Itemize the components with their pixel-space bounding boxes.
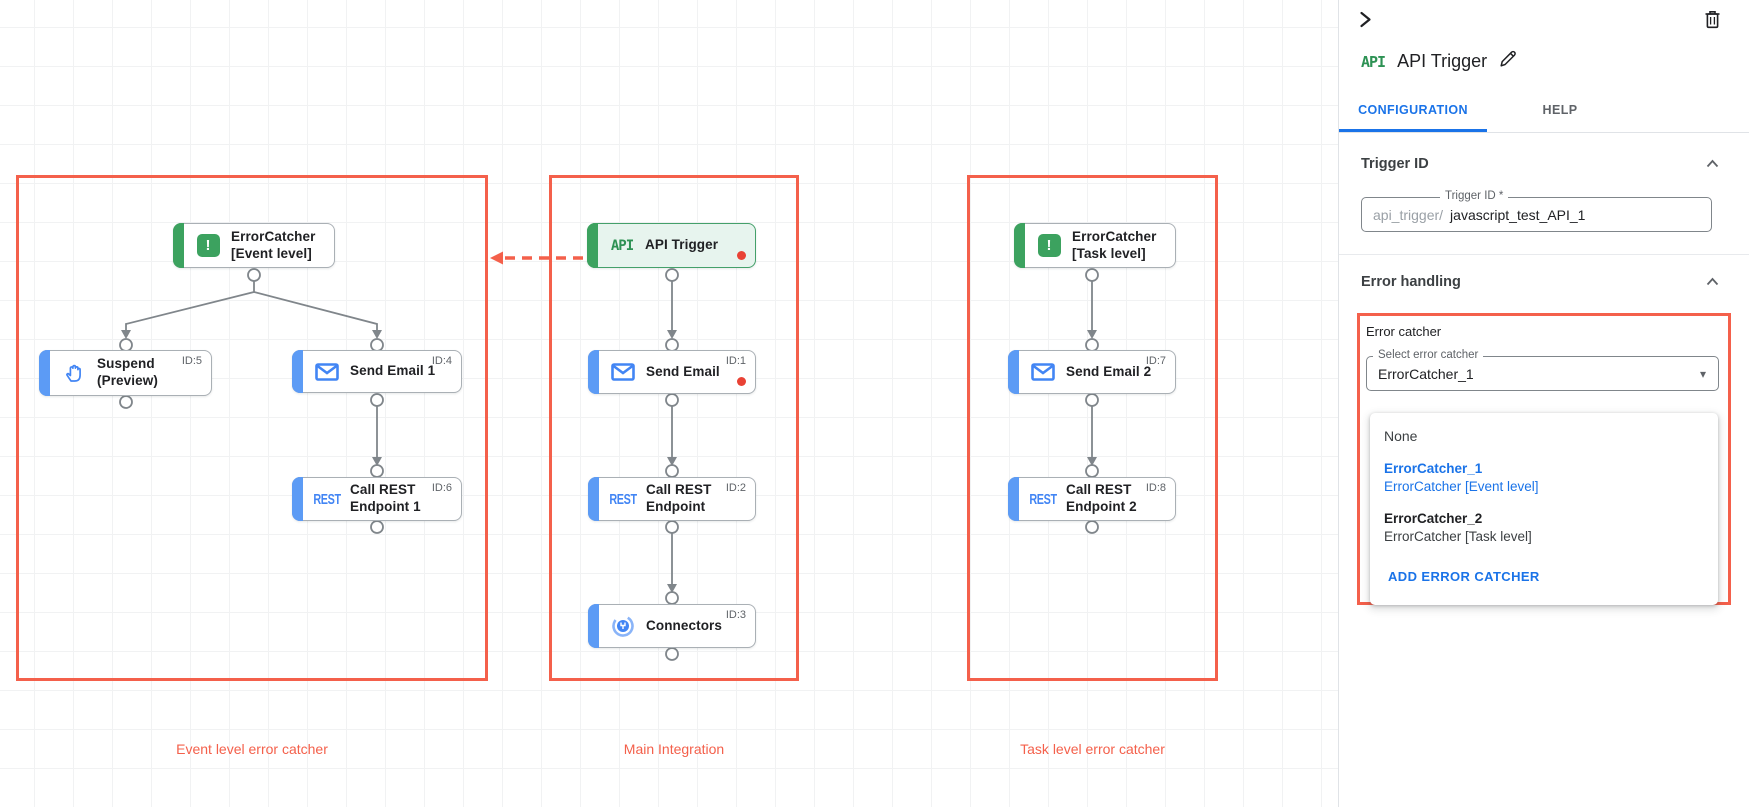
select-error-catcher-label: Select error catcher [1373, 349, 1484, 361]
node-accent-bar [292, 477, 303, 521]
rest-icon: REST [609, 490, 637, 508]
event-error-catcher-group-box [16, 175, 488, 681]
error-dot [737, 251, 746, 260]
node-accent-bar [173, 223, 184, 268]
trigger-id-prefix: api_trigger/ [1373, 206, 1444, 223]
chevron-down-icon: ▾ [1699, 366, 1706, 381]
config-panel: API API Trigger CONFIGURATION HELP Trigg… [1338, 0, 1749, 807]
node-suspend-preview[interactable]: Suspend (Preview) ID:5 [39, 350, 212, 396]
menu-option-errorcatcher-2[interactable]: ErrorCatcher_2 ErrorCatcher [Task level] [1384, 511, 1532, 544]
select-error-catcher-dropdown[interactable]: Select error catcher ErrorCatcher_1 ▾ [1366, 349, 1719, 391]
node-id-badge: ID:4 [431, 355, 452, 367]
rest-icon: REST [1029, 490, 1057, 508]
node-label: ErrorCatcher [Event level] [231, 228, 316, 261]
section-divider [1339, 254, 1749, 255]
node-send-email[interactable]: Send Email ID:1 [588, 350, 756, 394]
menu-option-none[interactable]: None [1384, 428, 1418, 444]
node-label: Send Email 2 [1066, 363, 1152, 379]
error-dot [737, 377, 746, 386]
node-send-email-1[interactable]: Send Email 1 ID:4 [292, 350, 462, 393]
trigger-id-field-label: Trigger ID * [1440, 190, 1509, 202]
add-error-catcher-button[interactable]: ADD ERROR CATCHER [1388, 569, 1540, 584]
panel-title: API Trigger [1397, 51, 1488, 71]
node-accent-bar [292, 350, 303, 393]
node-accent-bar [588, 477, 599, 521]
api-icon: API [610, 237, 634, 254]
api-trigger-badge-icon: API [1361, 52, 1386, 71]
node-accent-bar [587, 223, 598, 268]
tab-configuration[interactable]: CONFIGURATION [1339, 93, 1487, 132]
node-label: API Trigger [645, 237, 719, 253]
mail-icon [1020, 363, 1066, 381]
node-api-trigger[interactable]: API API Trigger [587, 223, 756, 268]
group-label-event-level: Event level error catcher [176, 741, 328, 757]
node-label: Call REST Endpoint 1 [350, 482, 421, 514]
node-label: Call REST Endpoint 2 [1066, 482, 1137, 514]
collapse-section-icon[interactable] [1706, 273, 1719, 291]
trigger-id-section-heading: Trigger ID [1361, 156, 1429, 172]
node-send-email-2[interactable]: Send Email 2 ID:7 [1008, 350, 1176, 394]
rest-icon: REST [313, 490, 341, 508]
node-call-rest-endpoint[interactable]: REST Call REST Endpoint ID:2 [588, 477, 756, 521]
node-accent-bar [1008, 350, 1019, 394]
error-catcher-menu: None ErrorCatcher_1 ErrorCatcher [Event … [1370, 413, 1718, 605]
node-label: Call REST Endpoint [646, 482, 712, 514]
node-accent-bar [1014, 223, 1025, 268]
node-id-badge: ID:3 [725, 609, 746, 621]
node-id-badge: ID:6 [431, 482, 452, 494]
node-id-badge: ID:1 [725, 355, 746, 367]
node-call-rest-endpoint-1[interactable]: REST Call REST Endpoint 1 ID:6 [292, 477, 462, 521]
node-label: Send Email [646, 363, 720, 379]
error-catcher-highlight-box: Error catcher Select error catcher Error… [1357, 313, 1731, 605]
select-error-catcher-value: ErrorCatcher_1 [1378, 365, 1474, 382]
tab-help[interactable]: HELP [1542, 103, 1578, 117]
delete-trigger-icon[interactable] [1704, 10, 1721, 34]
connector-icon [600, 614, 646, 638]
trigger-id-value: javascript_test_API_1 [1450, 206, 1586, 223]
group-label-main-integration: Main Integration [623, 741, 725, 757]
error-catcher-label: Error catcher [1366, 324, 1442, 339]
menu-option-errorcatcher-1[interactable]: ErrorCatcher_1 ErrorCatcher [Event level… [1384, 461, 1539, 494]
node-label: Connectors [646, 617, 723, 633]
node-label: Suspend (Preview) [97, 356, 158, 388]
task-error-catcher-group-box [967, 175, 1218, 681]
trigger-id-field[interactable]: Trigger ID * api_trigger/ javascript_tes… [1361, 190, 1712, 232]
node-error-catcher-task-level[interactable]: ! ErrorCatcher [Task level] [1014, 223, 1176, 268]
node-id-badge: ID:7 [1145, 355, 1166, 367]
group-label-task-level: Task level error catcher [1020, 741, 1165, 757]
error-handling-section-heading: Error handling [1361, 274, 1461, 290]
panel-tabs: CONFIGURATION HELP [1339, 93, 1749, 133]
node-error-catcher-event-level[interactable]: ! ErrorCatcher [Event level] [173, 223, 335, 268]
node-label: ErrorCatcher [Task level] [1072, 228, 1157, 261]
collapse-panel-icon[interactable] [1359, 11, 1372, 33]
node-label: Send Email 1 [350, 363, 436, 379]
error-catcher-icon: ! [1026, 234, 1072, 257]
edit-title-icon[interactable] [1499, 50, 1517, 73]
node-id-badge: ID:2 [725, 482, 746, 494]
mail-icon [304, 362, 350, 381]
hand-icon [51, 362, 97, 384]
node-id-badge: ID:8 [1145, 482, 1166, 494]
node-accent-bar [588, 604, 599, 648]
node-accent-bar [39, 350, 50, 396]
node-accent-bar [1008, 477, 1019, 521]
node-id-badge: ID:5 [181, 355, 202, 367]
node-call-rest-endpoint-2[interactable]: REST Call REST Endpoint 2 ID:8 [1008, 477, 1176, 521]
integration-canvas[interactable]: ! ErrorCatcher [Event level] Suspend (Pr… [0, 0, 1338, 807]
collapse-section-icon[interactable] [1706, 155, 1719, 173]
node-connectors[interactable]: Connectors ID:3 [588, 604, 756, 648]
error-catcher-icon: ! [185, 234, 231, 257]
main-integration-group-box [549, 175, 799, 681]
node-accent-bar [588, 350, 599, 394]
mail-icon [600, 363, 646, 381]
